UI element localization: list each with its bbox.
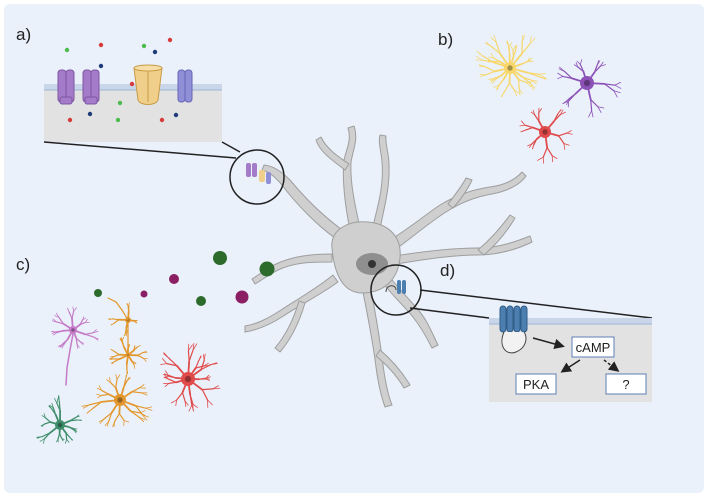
pka-label: PKA	[523, 377, 549, 392]
vesicle-dot	[94, 289, 102, 297]
ion-dot	[142, 44, 146, 48]
cell-nucleus	[507, 65, 512, 70]
cell-nucleus	[127, 354, 129, 356]
cell-nucleus	[117, 397, 122, 402]
ion-dot	[153, 50, 157, 54]
panel-label-b: b)	[438, 30, 453, 49]
ionotropic-receptor-1	[58, 70, 74, 104]
ion-dot	[65, 48, 69, 52]
cell-process	[113, 319, 119, 320]
ion-dot	[160, 118, 164, 122]
cell-nucleus	[584, 80, 590, 86]
gpcr-receptor	[500, 306, 527, 332]
vesicle-dot	[196, 296, 206, 306]
cell-process	[202, 389, 213, 390]
ion-dot	[99, 64, 103, 68]
receptor-lavender	[178, 70, 192, 102]
cell-process	[509, 47, 510, 55]
cell-nucleus	[185, 376, 191, 382]
vesicle-dot	[236, 291, 249, 304]
vesicle-dot	[141, 291, 148, 298]
ion-dot	[88, 112, 92, 116]
cell-process	[128, 307, 129, 312]
cell-process	[188, 351, 189, 362]
unknown-label: ?	[622, 377, 629, 392]
cell-process	[489, 61, 493, 62]
cell-nucleus	[58, 423, 63, 428]
ion-dot	[130, 82, 134, 86]
panel-label-a: a)	[16, 25, 31, 44]
gpcr-inset-d: cAMP PKA ?	[489, 306, 652, 402]
vesicle-dot	[169, 274, 179, 284]
ion-dot	[168, 38, 172, 42]
camp-label: cAMP	[576, 340, 611, 355]
neuron-nucleolus	[368, 260, 376, 268]
panel-label-c: c)	[16, 255, 30, 274]
vesicle-dot	[260, 262, 275, 277]
ion-dot	[99, 43, 103, 47]
vesicle-dot	[213, 251, 227, 265]
ion-dot	[68, 118, 72, 122]
cell-nucleus	[542, 129, 547, 134]
ionotropic-receptor-2	[83, 70, 99, 104]
ion-channel	[134, 65, 162, 105]
ion-dot	[118, 101, 122, 105]
panel-label-d: d)	[440, 261, 455, 280]
cell-nucleus	[71, 328, 75, 332]
ion-dot	[174, 113, 178, 117]
ion-dot	[116, 118, 120, 122]
